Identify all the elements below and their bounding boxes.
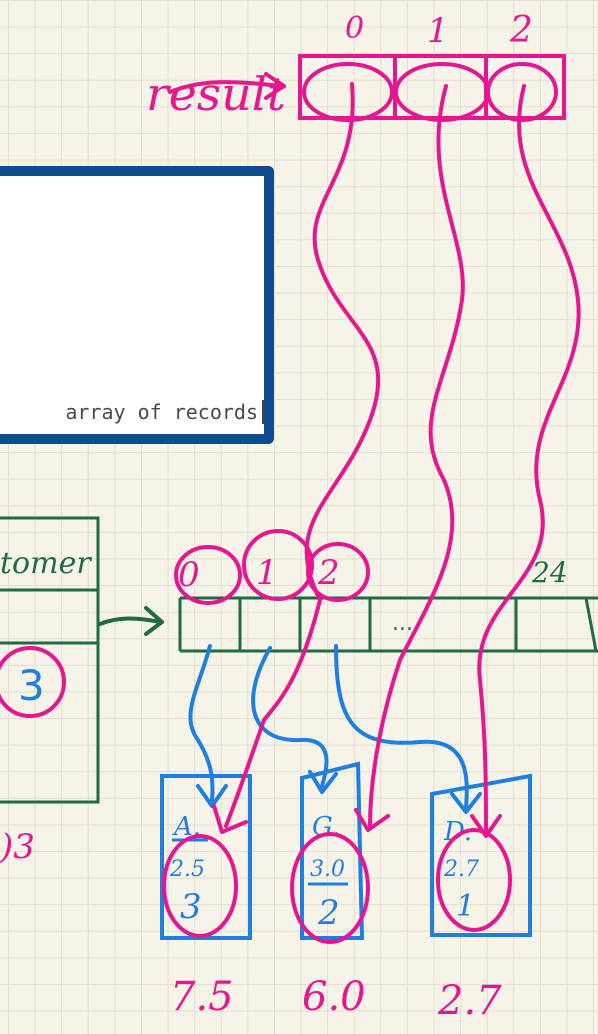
record-1-total: 6.0 (302, 974, 366, 1020)
customer-count-circle (0, 646, 66, 718)
array-of-records-frame: array of records (0, 166, 274, 444)
record-2-price: 2.7 (443, 857, 479, 882)
record-1-price: 3.0 (310, 857, 345, 882)
blue-pointer-arrows (188, 644, 482, 814)
array-index-1: 1 (256, 553, 278, 593)
record-0-qty: 3 (180, 887, 202, 927)
record-2-circle (436, 828, 512, 932)
box-caption: array of records (65, 400, 264, 424)
result-arrow-head (264, 72, 286, 100)
customer-table (0, 516, 100, 804)
array-index-2: 2 (317, 553, 340, 593)
result-index-1: 1 (427, 11, 449, 51)
customer-array-arrow (98, 616, 162, 626)
record-2-total: 2.7 (437, 978, 502, 1024)
result-array (298, 54, 566, 122)
array-ellipsis: ... (392, 611, 413, 636)
array-last-index: 24 (531, 556, 568, 589)
record-0-circle (162, 834, 238, 938)
record-card-2 (430, 773, 532, 937)
record-2-qty: 1 (456, 889, 475, 924)
customer-array (178, 596, 598, 653)
record-1-circle (290, 832, 370, 944)
customer-count: 3 (18, 661, 45, 710)
record-0-total: 7.5 (170, 974, 234, 1020)
record-card-1 (300, 761, 365, 940)
customer-array-arrow-head (144, 606, 164, 636)
result-index-2: 2 (509, 10, 533, 51)
customer-tail: )3 (0, 827, 35, 867)
record-card-0 (160, 774, 252, 940)
result-label: result (146, 67, 287, 121)
record-0-price: 2.5 (169, 857, 205, 882)
record-1-qty: 2 (317, 893, 340, 933)
array-index-0: 0 (178, 555, 200, 595)
magenta-pointer-curves (212, 82, 581, 838)
result-index-0: 0 (345, 11, 364, 46)
customer-label: tomer (0, 546, 92, 581)
result-arrow (168, 80, 282, 94)
